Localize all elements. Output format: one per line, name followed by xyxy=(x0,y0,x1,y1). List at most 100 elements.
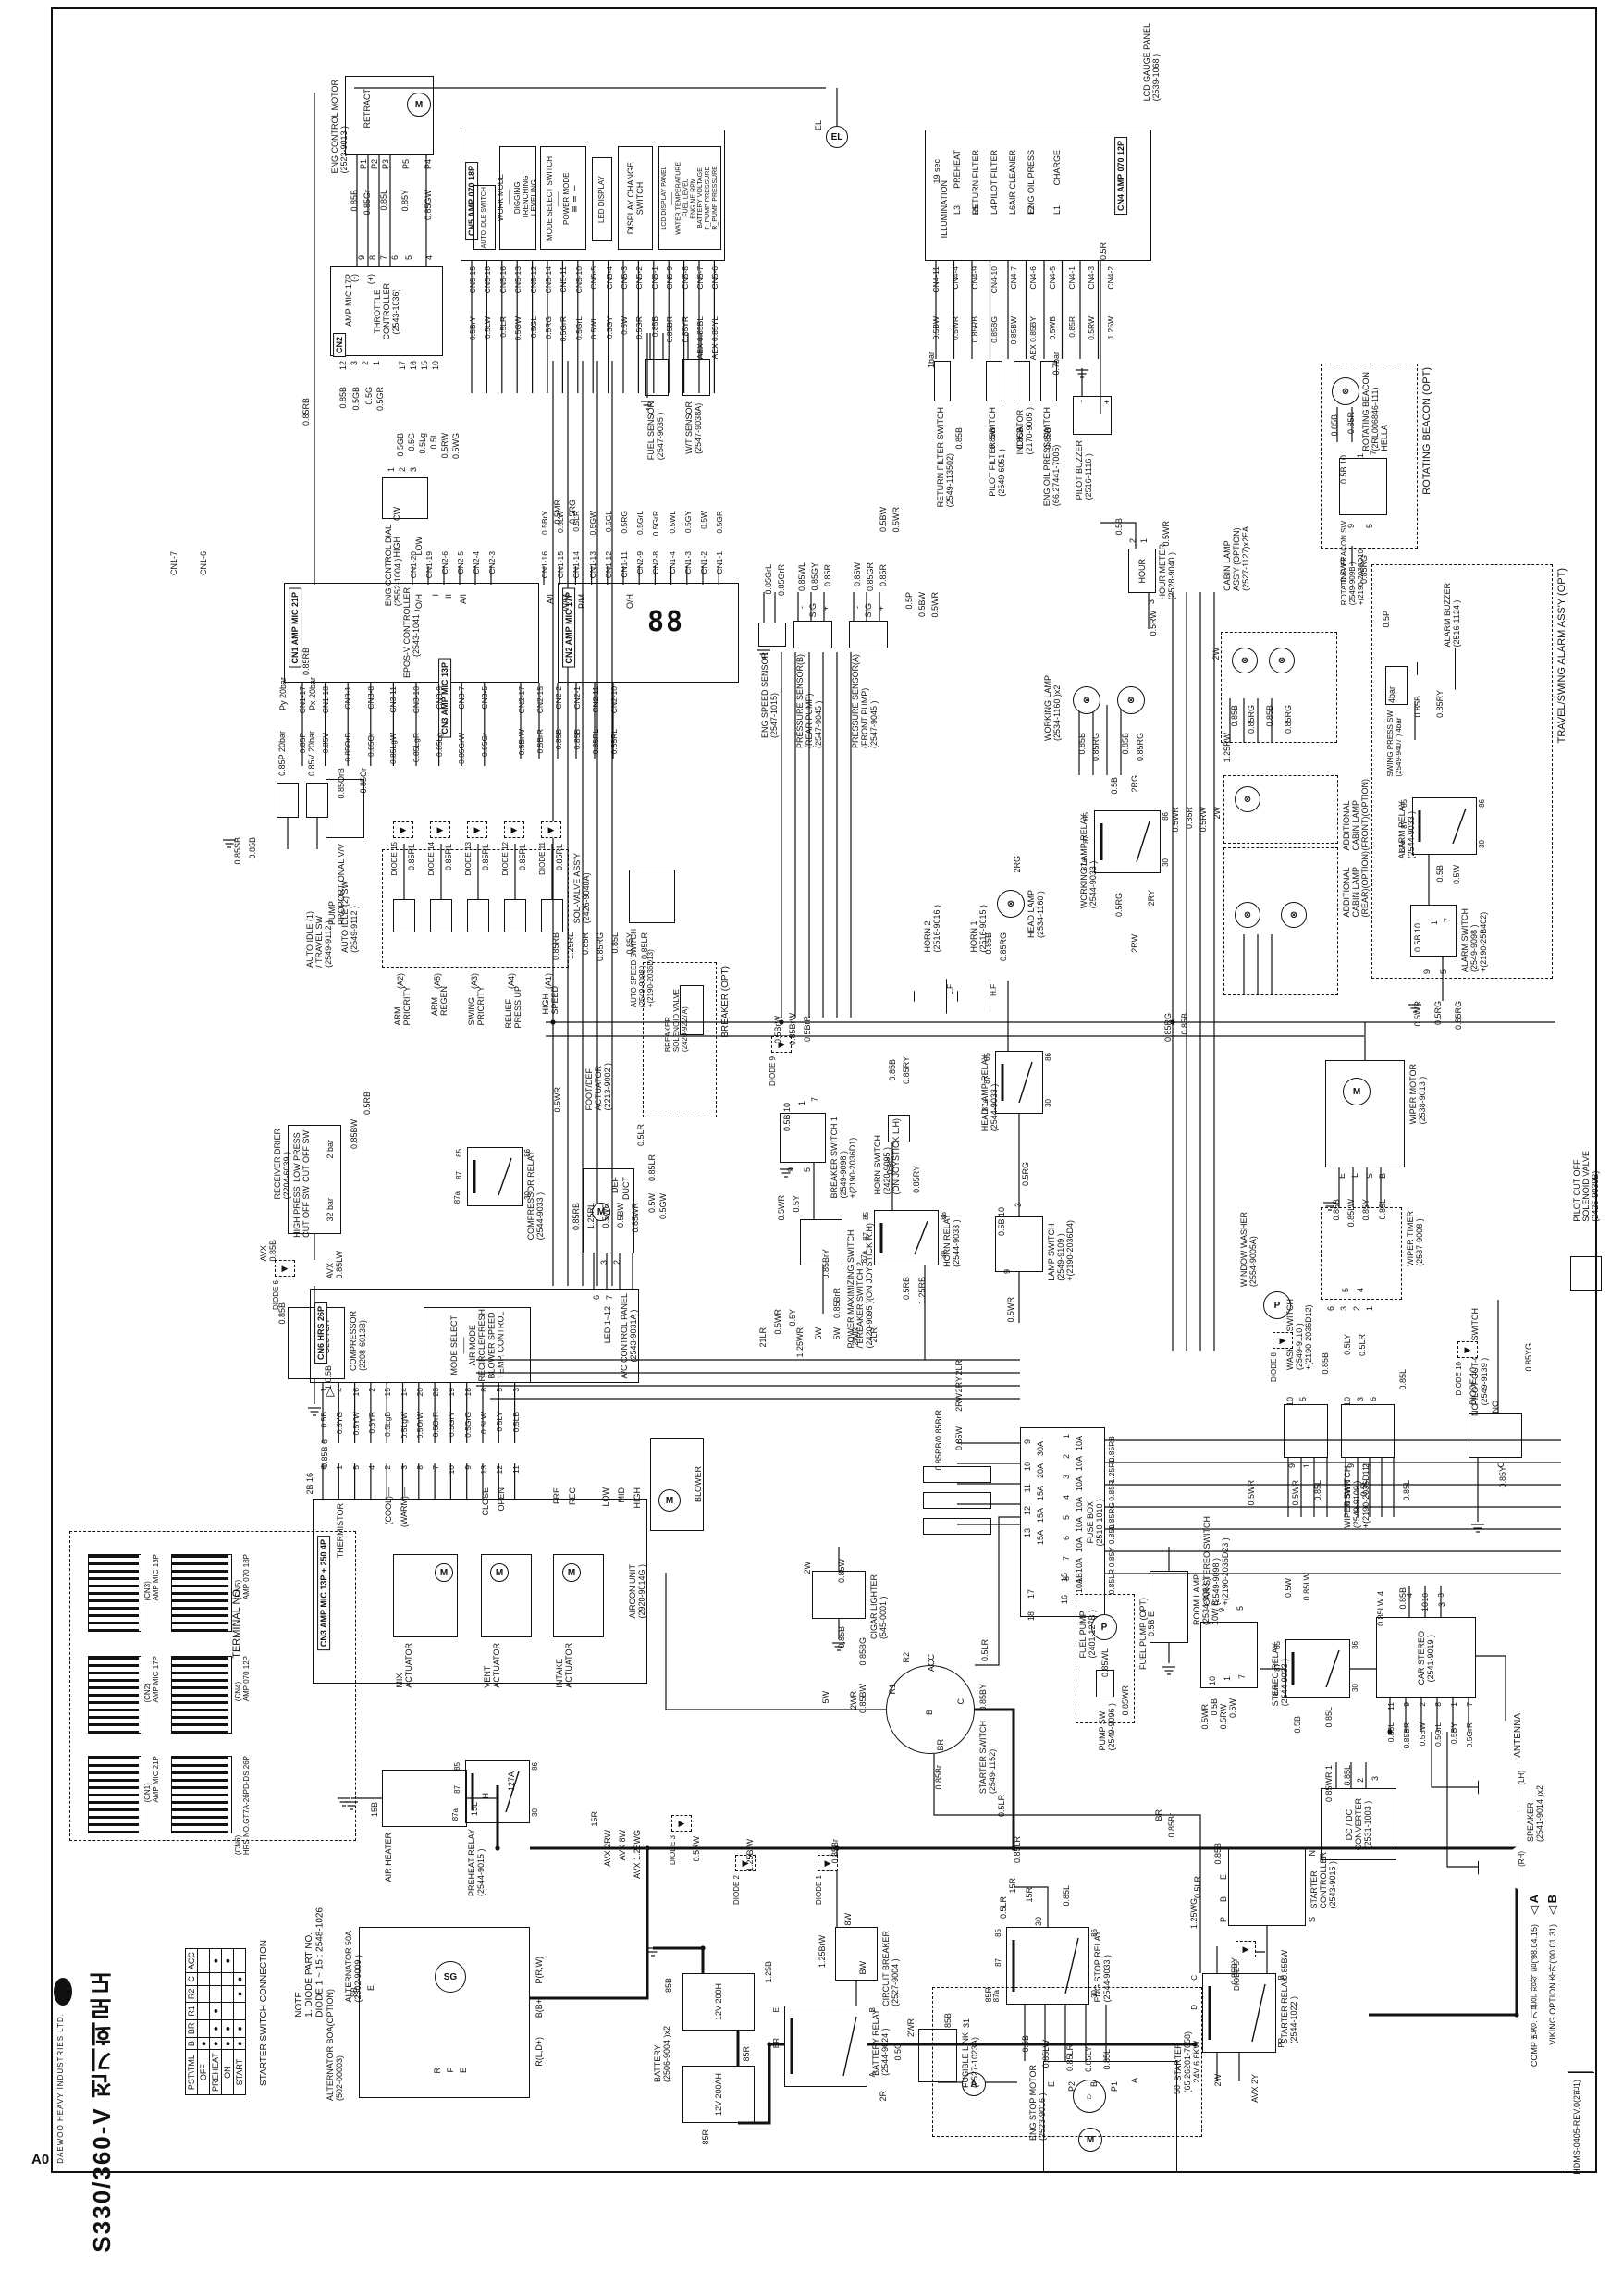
fusible-link xyxy=(918,2029,957,2082)
wire-label: I xyxy=(431,594,440,597)
diode-15-label: DIODE 15 xyxy=(390,842,399,876)
wire-label: 1 xyxy=(1223,1676,1232,1682)
mode-select-switch: MODE SELECT SWITCH —— POWER MODE Ⅲ Ⅱ Ⅰ xyxy=(540,146,586,250)
wire-label: 0.5RB xyxy=(902,1277,911,1301)
wire-label: HIGH xyxy=(392,537,401,558)
wire-label: 3 xyxy=(1371,1776,1380,1782)
wire-label: L2 xyxy=(1027,205,1036,216)
wire-label: 15 xyxy=(420,361,429,371)
cn4-chip: CN4 AMP 070 12P xyxy=(1114,137,1128,216)
pin-label: 4 xyxy=(1405,1593,1414,1598)
wire-label: 0.85B xyxy=(1330,414,1339,437)
wire-label: LOW PRESS CUT OFF SW xyxy=(292,1130,312,1182)
pin-label: CN1-1 xyxy=(715,551,725,574)
eng-control-dial xyxy=(382,477,428,519)
pin-label: CN5-4 xyxy=(604,266,614,290)
pin-label: CN3-11 xyxy=(388,686,399,713)
battery-relay-pin: E xyxy=(772,2007,781,2013)
revision-note-b: VIKING OPTION 추가('00.01.31) xyxy=(1548,1924,1557,2045)
wire-label: 15A xyxy=(1036,1486,1045,1501)
wire-label: 0.85LY xyxy=(1084,2046,1093,2072)
wire-label: 0.5BW xyxy=(917,592,927,618)
pin-label: 23 xyxy=(431,1388,441,1397)
pump-sw-label: PUMP SW (2549-9096 ) xyxy=(1098,1703,1117,1751)
travel-swing-assy-label: TRAVEL/SWING ALARM ASS'Y (OPT) xyxy=(1556,568,1568,744)
pin-label: CN5-12 xyxy=(528,266,538,294)
pin-label: 0.5GrR xyxy=(1465,1722,1474,1748)
wire-label: 10A xyxy=(1075,1436,1084,1451)
wire-label: 9 xyxy=(1023,1439,1032,1445)
wire-label: 16 xyxy=(1060,1595,1069,1605)
title-text: S330/360-V 전기회로도 xyxy=(88,1969,116,2253)
pin-label: 0.85Gr xyxy=(479,733,489,757)
alarm-relay xyxy=(1412,797,1477,855)
pin-label: 0.5BrW xyxy=(517,729,526,756)
cigar-lighter-label: CIGAR LIGHTER (545-0001 ) xyxy=(869,1574,889,1640)
wire-label: 85B xyxy=(943,2013,953,2029)
pin-label: CN1-14 xyxy=(572,551,582,579)
wire-label: E xyxy=(366,1985,375,1992)
pin-label: CN3-5 xyxy=(479,686,489,710)
wire-label: 0.85RY xyxy=(1435,690,1445,718)
wire-label: C xyxy=(956,1698,965,1705)
beacon-switch xyxy=(1339,458,1387,515)
horn-relay xyxy=(874,1210,939,1265)
pin-label: CN1-11 xyxy=(620,551,629,578)
washer-switch xyxy=(1284,1404,1328,1458)
pin-label: 4 xyxy=(335,1388,345,1392)
wire-label: 3 xyxy=(1062,1475,1071,1480)
speaker-lh-label: (LH) xyxy=(1518,1771,1526,1785)
wire-label: 13 xyxy=(1023,1528,1032,1538)
wire-label: 0.85RL xyxy=(555,844,564,871)
wire-label: 2W xyxy=(803,1562,812,1574)
wire-label: P5 xyxy=(401,159,411,170)
wire-label: 1 xyxy=(797,1101,806,1106)
pin-label: 1.25W xyxy=(1106,316,1115,339)
wire-label: 0.5WR xyxy=(1247,1480,1256,1506)
wire-label: 0.5G xyxy=(886,1156,895,1175)
wire-label: 0.85L xyxy=(1062,1885,1071,1907)
wire-label: 0.5LR xyxy=(636,1124,646,1147)
wire-label: 0.85RG xyxy=(1284,705,1293,734)
epos-controller: EPOS-V CONTROLLER (2543-1041 ) xyxy=(284,583,539,683)
antenna-label: ANTENNA xyxy=(1513,1713,1523,1758)
wire-label: 0.5RG xyxy=(1433,1001,1443,1026)
wire-label: 0.5GW xyxy=(658,1193,668,1220)
wire-label: 2 xyxy=(1128,538,1137,544)
wire-label: 2B 16 xyxy=(305,1473,314,1495)
wire-label: 31 xyxy=(962,2018,971,2029)
preheat-relay-pin: 30 xyxy=(531,1808,539,1817)
stereo-relay-pin: 87 xyxy=(1273,1662,1282,1672)
pin-label: CN4-4 xyxy=(951,266,960,290)
breaker-switch-1 xyxy=(780,1113,826,1163)
wire-label: 5 xyxy=(1298,1397,1308,1402)
wire-label: 10A xyxy=(1075,1517,1084,1533)
wire-label: 0.85RG xyxy=(1359,555,1369,585)
wire-label: 0.85BW xyxy=(350,1119,359,1150)
terminal-no-title: TERMINAL NO xyxy=(231,1589,242,1659)
wire-label: 0.85B xyxy=(248,837,257,859)
pin-label: 0.5W xyxy=(699,511,708,529)
wire-label: AVX 2RW xyxy=(603,1830,612,1867)
dc-converter-label: DC / DC CONVERTER (2531-1003 ) xyxy=(1344,1797,1373,1851)
wire-label: - xyxy=(1076,400,1086,402)
pin-label: CN1-4 xyxy=(667,551,677,574)
cabin-lamp xyxy=(1221,632,1337,743)
pin-label: 0.5GW xyxy=(513,316,523,341)
wire-label: 2 xyxy=(1352,1306,1361,1312)
wire-label: 1.25RL xyxy=(586,1203,596,1230)
wire-label: 10 xyxy=(1343,1397,1352,1407)
pin-label: CN5-6 xyxy=(710,266,720,290)
pin-label: 0.5WR xyxy=(951,316,960,340)
breaker-sol-label: BREAKER SOLENOID VALVE (2420-9227A) xyxy=(664,989,689,1053)
eng-control-motor xyxy=(345,76,434,155)
working-lamp-rh: ⊗ xyxy=(1117,686,1145,714)
pin-label: 0.5OrR xyxy=(431,1412,441,1438)
stereo-relay-pin: 86 xyxy=(1351,1641,1359,1649)
rev-a-triangle-icon: △A xyxy=(1527,1895,1541,1918)
fuel-pump-label: FUEL PUMP (2401-127B ) xyxy=(1078,1610,1098,1659)
starter-relay-pin: C xyxy=(1190,1975,1199,1981)
wire-label: 0.5GB xyxy=(396,433,405,457)
wire-label: 2 xyxy=(1356,1778,1365,1784)
wire-label: 0.85RG xyxy=(1247,705,1256,734)
